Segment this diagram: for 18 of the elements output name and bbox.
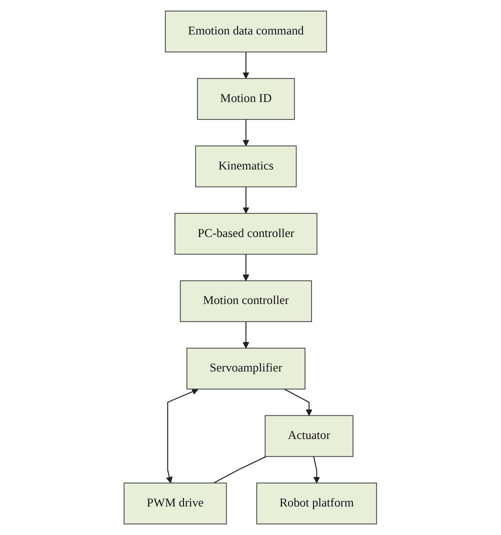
node-box: Servoamplifier xyxy=(186,348,306,390)
arrow xyxy=(313,456,320,484)
node-box: Robot platform xyxy=(256,482,378,524)
node-box: Kinematics xyxy=(195,146,297,188)
node-box: PC-based controller xyxy=(174,212,318,255)
arrow xyxy=(242,321,250,348)
node-box: PWM drive xyxy=(124,482,227,524)
connector xyxy=(213,456,267,484)
arrow xyxy=(242,51,250,79)
node-box: Emotion data command xyxy=(165,10,328,52)
node-box: Motion ID xyxy=(197,78,295,120)
arrow xyxy=(242,186,250,214)
arrow xyxy=(242,254,250,282)
arrow xyxy=(284,388,313,416)
arrow xyxy=(166,388,199,484)
node-box: Motion controller xyxy=(180,280,312,322)
arrow xyxy=(242,118,250,146)
node-box: Actuator xyxy=(264,415,354,457)
